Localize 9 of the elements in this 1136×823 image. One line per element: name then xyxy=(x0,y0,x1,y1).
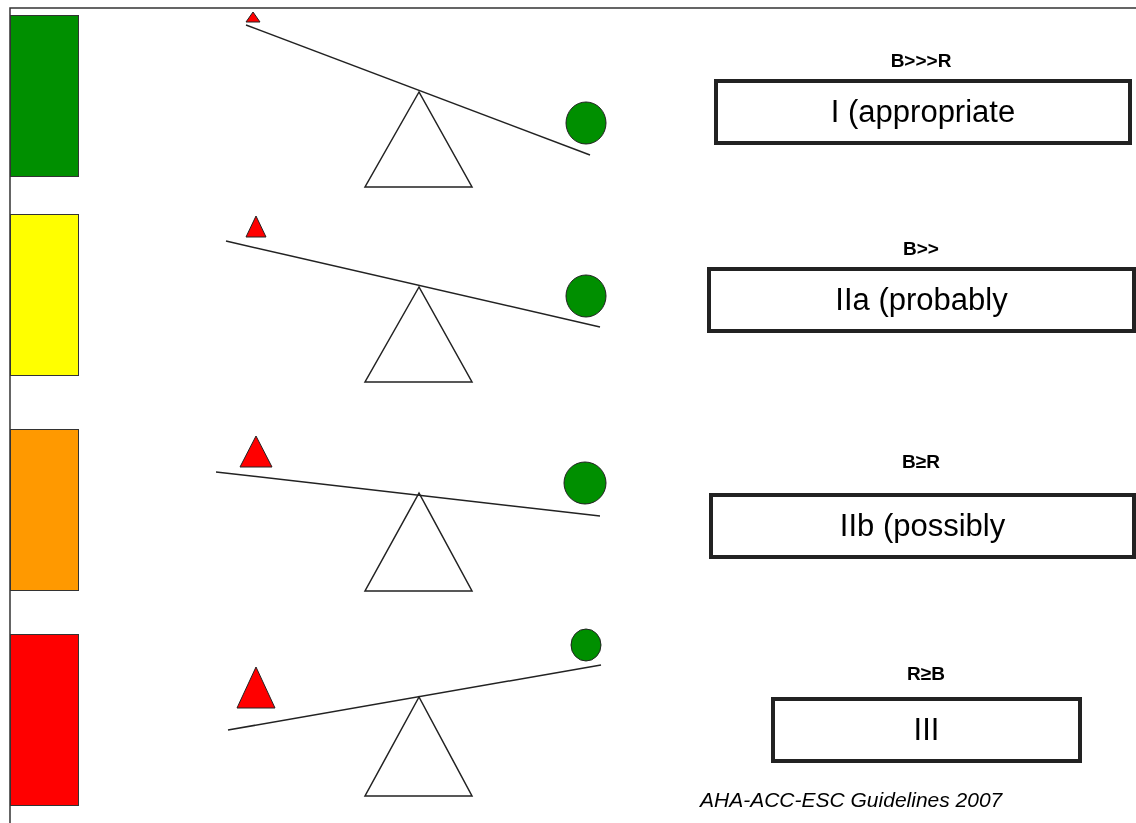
class-box: IIa (probably xyxy=(707,267,1136,333)
class-heading: R≥B xyxy=(907,663,945,685)
source-caption: AHA-ACC-ESC Guidelines 2007 xyxy=(700,788,1003,812)
class-box: I (appropriate xyxy=(714,79,1132,145)
class-heading: B>> xyxy=(903,238,939,260)
class-box: IIb (possibly xyxy=(709,493,1136,559)
class-box: III xyxy=(771,697,1082,763)
class-heading: B>>>R xyxy=(890,50,952,72)
class-heading: B≥R xyxy=(902,451,940,473)
